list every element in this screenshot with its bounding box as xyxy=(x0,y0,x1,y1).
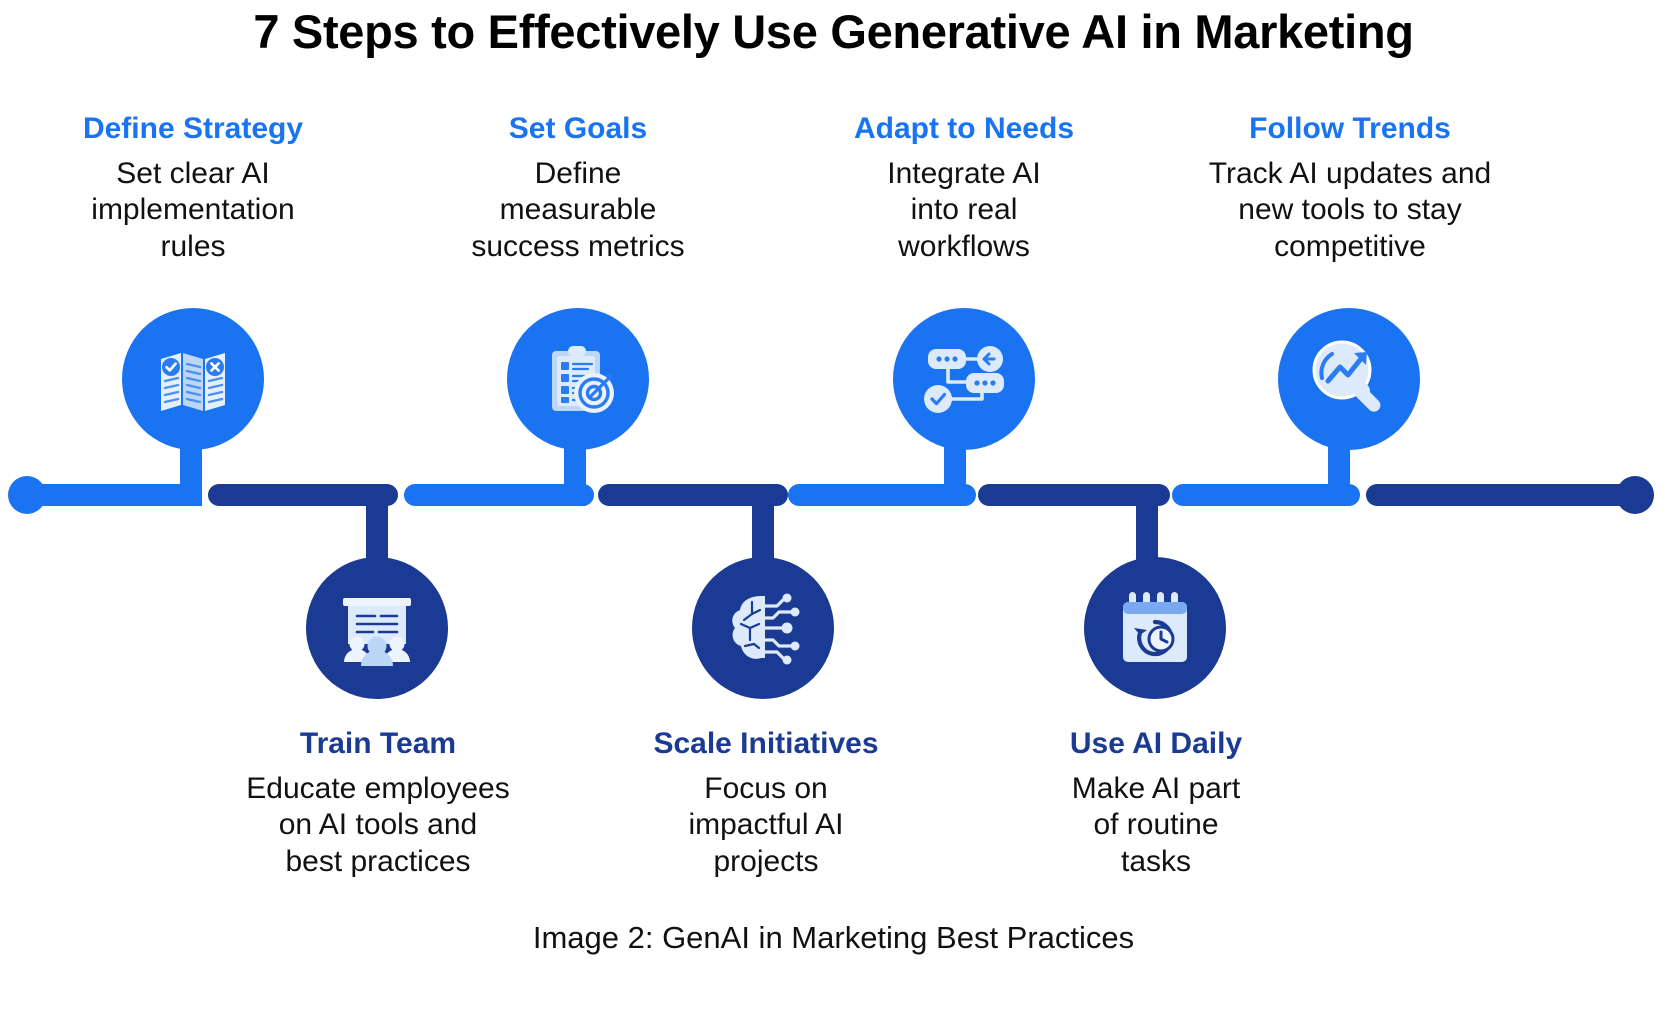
step-heading: Use AI Daily xyxy=(1069,727,1243,760)
step-node-define-strategy[interactable] xyxy=(122,308,264,450)
presentation-audience-icon xyxy=(335,586,419,670)
step-text-follow-trends: Follow Trends Track AI updates and new t… xyxy=(1177,112,1523,265)
step-heading: Follow Trends xyxy=(1249,112,1451,145)
trifold-document-icon xyxy=(151,337,235,421)
step-heading: Set Goals xyxy=(508,112,648,145)
step-description: Educate employees on AI tools and best p… xyxy=(246,771,510,878)
magnifier-trend-icon xyxy=(1306,336,1392,422)
step-heading: Scale Initiatives xyxy=(653,727,879,760)
clipboard-target-icon xyxy=(536,337,620,421)
page-title: 7 Steps to Effectively Use Generative AI… xyxy=(253,5,1414,58)
step-description: Define measurable success metrics xyxy=(471,156,685,263)
timeline-segment-4 xyxy=(598,484,788,506)
step-description: Set clear AI implementation rules xyxy=(91,156,295,263)
step-text-train-team: Train Team Educate employees on AI tools… xyxy=(222,727,534,880)
step-description: Integrate AI into real workflows xyxy=(887,156,1041,263)
timeline-end-cap xyxy=(1616,476,1654,514)
step-node-follow-trends[interactable] xyxy=(1278,308,1420,450)
step-text-adapt-to-needs: Adapt to Needs Integrate AI into real wo… xyxy=(816,112,1112,265)
step-text-scale-initiatives: Scale Initiatives Focus on impactful AI … xyxy=(610,727,922,880)
timeline-segment-3 xyxy=(404,484,594,506)
timeline-segment-1 xyxy=(22,484,202,506)
step-heading: Train Team xyxy=(299,727,457,760)
workflow-nodes-icon xyxy=(922,337,1006,421)
step-node-use-ai-daily[interactable] xyxy=(1084,557,1226,699)
timeline-segment-2 xyxy=(208,484,398,506)
step-text-define-strategy: Define Strategy Set clear AI implementat… xyxy=(45,112,341,265)
timeline-segment-5 xyxy=(788,484,976,506)
step-heading: Adapt to Needs xyxy=(853,112,1075,145)
step-node-set-goals[interactable] xyxy=(507,308,649,450)
ai-brain-circuit-icon xyxy=(721,586,805,670)
step-text-use-ai-daily: Use AI Daily Make AI part of routine tas… xyxy=(1000,727,1312,880)
step-node-scale-initiatives[interactable] xyxy=(692,557,834,699)
step-description: Focus on impactful AI projects xyxy=(688,771,844,878)
step-heading: Define Strategy xyxy=(82,112,304,145)
step-text-set-goals: Set Goals Define measurable success metr… xyxy=(430,112,726,265)
timeline-segment-6 xyxy=(978,484,1170,506)
step-node-train-team[interactable] xyxy=(306,557,448,699)
step-description: Track AI updates and new tools to stay c… xyxy=(1208,156,1492,263)
timeline-segment-7 xyxy=(1172,484,1360,506)
calendar-refresh-icon xyxy=(1113,586,1197,670)
timeline-segment-8 xyxy=(1366,484,1641,506)
step-description: Make AI part of routine tasks xyxy=(1071,771,1241,878)
figure-caption: Image 2: GenAI in Marketing Best Practic… xyxy=(532,920,1135,955)
step-node-adapt-to-needs[interactable] xyxy=(893,308,1035,450)
